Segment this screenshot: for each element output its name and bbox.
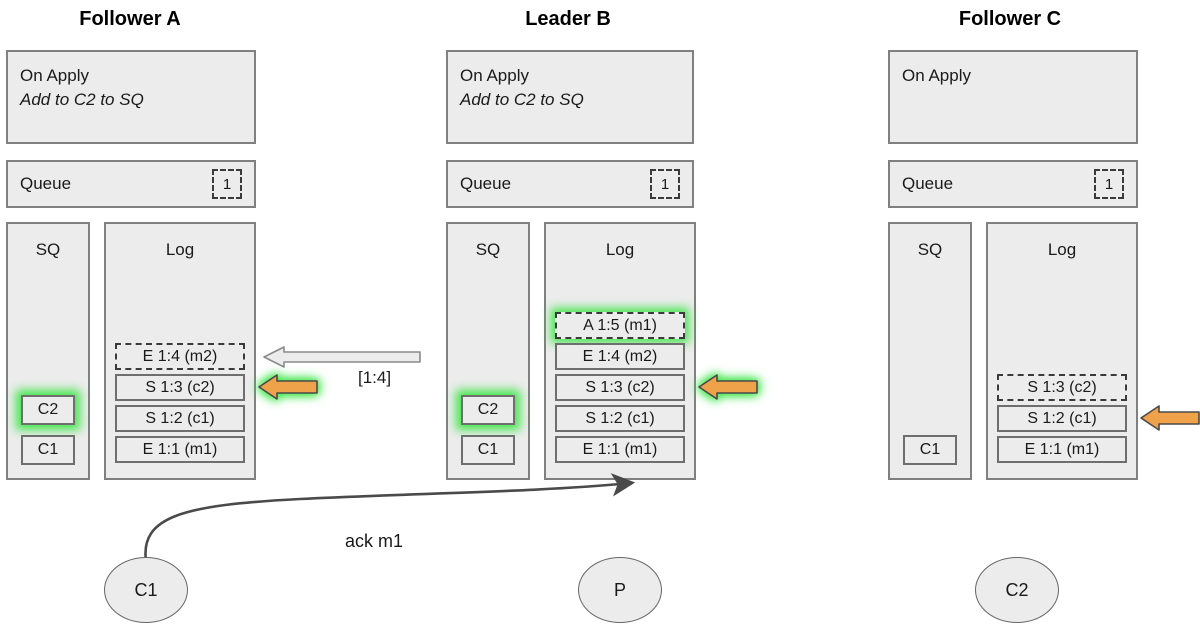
log-entry: E 1:4 (m2): [115, 343, 245, 370]
queue-count-chip: 1: [650, 169, 680, 199]
node-title-leader-b: Leader B: [525, 8, 611, 30]
sq-panel-leader-b: SQ C2 C1: [446, 222, 530, 480]
replication-range-label: [1:4]: [358, 368, 392, 387]
sq-header: SQ: [917, 240, 943, 259]
sq-item: C1: [21, 435, 75, 465]
queue-label: Queue: [460, 174, 512, 193]
on-apply-action: Add to C2 to SQ: [20, 90, 144, 109]
sq-header: SQ: [35, 240, 61, 259]
on-apply-heading: On Apply: [20, 66, 89, 85]
sq-panel-follower-a: SQ C2 C1: [6, 222, 90, 480]
replication-arrow-gray: [262, 345, 422, 369]
ack-label: ack m1: [345, 531, 404, 551]
log-header: Log: [165, 240, 195, 259]
log-entry: E 1:1 (m1): [555, 436, 685, 463]
on-apply-heading: On Apply: [460, 66, 529, 85]
log-entry: S 1:2 (c1): [115, 405, 245, 432]
client-circle-c2[interactable]: C2: [975, 557, 1059, 623]
queue-panel-follower-a: Queue 1: [6, 160, 256, 208]
on-apply-heading: On Apply: [902, 66, 971, 85]
log-panel-follower-c: Log S 1:3 (c2) S 1:2 (c1) E 1:1 (m1): [986, 222, 1138, 480]
commit-pointer-arrow-leader-b: [698, 371, 760, 403]
log-header: Log: [605, 240, 635, 259]
on-apply-panel-follower-a: On Apply Add to C2 to SQ: [6, 50, 256, 144]
commit-pointer-arrow-follower-c: [1140, 402, 1200, 434]
sq-panel-follower-c: SQ C1: [888, 222, 972, 480]
sq-item: C1: [461, 435, 515, 465]
node-title-follower-a: Follower A: [79, 8, 181, 30]
producer-circle-p[interactable]: P: [578, 557, 662, 623]
on-apply-panel-leader-b: On Apply Add to C2 to SQ: [446, 50, 694, 144]
log-panel-follower-a: Log E 1:4 (m2) S 1:3 (c2) S 1:2 (c1) E 1…: [104, 222, 256, 480]
log-entry: S 1:3 (c2): [997, 374, 1127, 401]
queue-label: Queue: [902, 174, 954, 193]
log-entry: S 1:2 (c1): [997, 405, 1127, 432]
log-panel-leader-b: Log A 1:5 (m1) E 1:4 (m2) S 1:3 (c2) S 1…: [544, 222, 696, 480]
client-circle-c1[interactable]: C1: [104, 557, 188, 623]
log-entry: S 1:3 (c2): [115, 374, 245, 401]
queue-count-chip: 1: [212, 169, 242, 199]
log-header: Log: [1047, 240, 1077, 259]
sq-item: C2: [21, 395, 75, 425]
sq-header: SQ: [475, 240, 501, 259]
node-title-follower-c: Follower C: [958, 8, 1062, 30]
sq-item: C2: [461, 395, 515, 425]
queue-panel-leader-b: Queue 1: [446, 160, 694, 208]
log-entry: E 1:1 (m1): [997, 436, 1127, 463]
queue-label: Queue: [20, 174, 72, 193]
log-entry: E 1:1 (m1): [115, 436, 245, 463]
sq-item: C1: [903, 435, 957, 465]
log-entry: S 1:3 (c2): [555, 374, 685, 401]
log-entry: E 1:4 (m2): [555, 343, 685, 370]
on-apply-action: Add to C2 to SQ: [460, 90, 584, 109]
on-apply-panel-follower-c: On Apply: [888, 50, 1138, 144]
queue-panel-follower-c: Queue 1: [888, 160, 1138, 208]
commit-pointer-arrow-follower-a: [258, 371, 320, 403]
log-entry: A 1:5 (m1): [555, 312, 685, 339]
queue-count-chip: 1: [1094, 169, 1124, 199]
log-entry: S 1:2 (c1): [555, 405, 685, 432]
